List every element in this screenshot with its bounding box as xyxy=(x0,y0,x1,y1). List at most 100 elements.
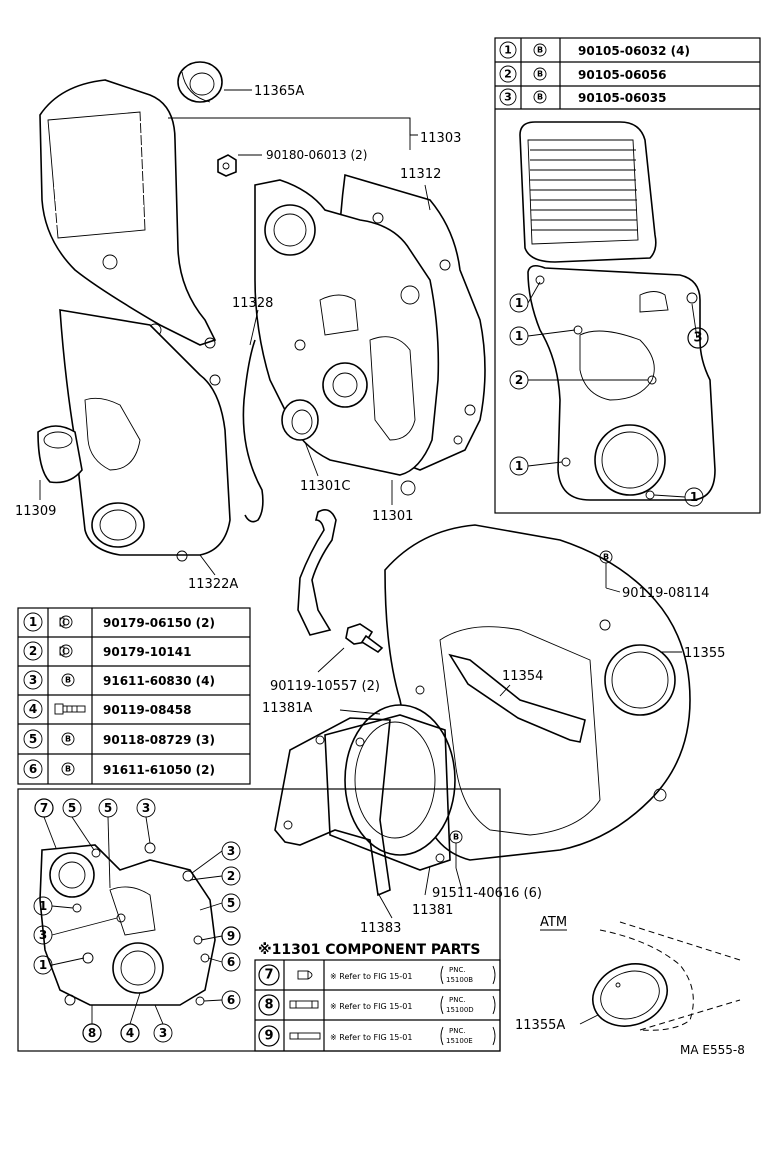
svg-text:9: 9 xyxy=(264,1029,273,1044)
oil-seal-11301C xyxy=(281,399,319,441)
svg-text:1: 1 xyxy=(29,615,37,629)
callout-11303: 11303 xyxy=(420,131,461,146)
bolt-symbol: B xyxy=(603,553,609,562)
svg-text:PNC.: PNC. xyxy=(449,966,466,974)
svg-text:91611-60830 (4): 91611-60830 (4) xyxy=(103,674,215,688)
svg-text:7: 7 xyxy=(40,801,48,815)
svg-text:3: 3 xyxy=(39,928,47,942)
timing-cover-detail-drawing xyxy=(519,121,716,501)
svg-text:90179-10141: 90179-10141 xyxy=(103,645,191,659)
svg-text:9: 9 xyxy=(227,929,235,943)
bolt-symbol: B xyxy=(537,70,543,79)
component-parts-title: ※11301 COMPONENT PARTS xyxy=(258,942,480,958)
svg-text:1: 1 xyxy=(39,958,47,972)
svg-text:90179-06150 (2): 90179-06150 (2) xyxy=(103,616,215,630)
cap-11309 xyxy=(37,425,83,484)
component-row-7: 7 ※ Refer to FIG 15-01 PNC. 15100B xyxy=(258,964,496,986)
svg-text:90118-08729 (3): 90118-08729 (3) xyxy=(103,733,215,747)
svg-text:3: 3 xyxy=(159,1026,167,1040)
svg-text:6: 6 xyxy=(227,993,235,1007)
svg-text:1: 1 xyxy=(39,899,47,913)
bolt-symbol: B xyxy=(537,93,543,102)
atm-label: ATM xyxy=(540,915,567,930)
mini-callout-3d: 3 xyxy=(153,1023,173,1043)
component-row-9: 9 ※ Refer to FIG 15-01 PNC. 15100E xyxy=(258,1025,496,1047)
mini-callout-3b: 3 xyxy=(221,841,241,861)
mini-callout-5a: 5 xyxy=(62,798,82,818)
callout-90119-10557: 90119-10557 (2) xyxy=(270,679,380,694)
detail-panel-frame xyxy=(494,37,761,514)
callout-11354: 11354 xyxy=(502,669,543,684)
svg-text:15100D: 15100D xyxy=(446,1006,474,1014)
callout-11309: 11309 xyxy=(15,504,56,519)
svg-text:※ Refer to FIG 15-01: ※ Refer to FIG 15-01 xyxy=(330,1002,412,1011)
bolt-symbol: B xyxy=(453,833,459,842)
top-right-detail-panel: 1 B 90105-06032 (4) 2 B 90105-06056 3 B … xyxy=(494,37,761,514)
mini-callout-1b: 1 xyxy=(33,955,53,975)
mini-callout-5b: 5 xyxy=(98,798,118,818)
component-row-8: 8 ※ Refer to FIG 15-01 PNC. 15100D xyxy=(258,994,496,1016)
bolt-symbol: B xyxy=(65,735,71,744)
svg-text:2: 2 xyxy=(227,869,235,883)
svg-text:5: 5 xyxy=(29,732,37,746)
gasket-11328 xyxy=(242,339,264,523)
svg-text:3: 3 xyxy=(693,331,702,346)
mini-callout-3c: 3 xyxy=(33,925,53,945)
svg-text:5: 5 xyxy=(104,801,112,815)
svg-text:※ Refer to FIG 15-01: ※ Refer to FIG 15-01 xyxy=(330,1033,412,1042)
detail-callout-1b: 1 xyxy=(509,326,529,346)
row-number: 2 xyxy=(504,68,512,81)
mini-callout-6a: 6 xyxy=(221,952,241,972)
svg-text:15100E: 15100E xyxy=(446,1037,473,1045)
stud-icon xyxy=(297,970,313,980)
svg-text:3: 3 xyxy=(29,673,37,687)
flange-nut-icon xyxy=(59,644,73,658)
callout-11355: 11355 xyxy=(684,646,725,661)
top-table-row-1: 1 B 90105-06032 (4) xyxy=(499,41,690,59)
oil-seal-11365A xyxy=(177,61,223,103)
callout-11301C: 11301C xyxy=(300,479,350,494)
figure-code: MA E555-8 xyxy=(680,1043,745,1057)
timing-cover-11303 xyxy=(39,79,217,349)
callout-11312: 11312 xyxy=(400,167,441,182)
callout-11355A: 11355A xyxy=(515,1018,565,1033)
svg-text:6: 6 xyxy=(227,955,235,969)
detail-callout-1d: 1 xyxy=(684,487,704,507)
callout-11301: 11301 xyxy=(372,509,413,524)
mini-callout-2: 2 xyxy=(221,866,241,886)
callout-11381: 11381 xyxy=(412,903,453,918)
callout-90180-06013: 90180-06013 (2) xyxy=(266,148,368,162)
detail-callout-2: 2 xyxy=(509,370,529,390)
timing-cover-11322A xyxy=(59,309,231,562)
mini-callout-1a: 1 xyxy=(33,896,53,916)
oil-strainer-hook xyxy=(297,509,337,636)
left-table-row-6: 6 B 91611-61050 (2) xyxy=(23,759,215,779)
svg-text:※ Refer to FIG 15-01: ※ Refer to FIG 15-01 xyxy=(330,972,412,981)
bracket-11354 xyxy=(448,653,586,743)
svg-text:PNC.: PNC. xyxy=(449,996,466,1004)
bolt-symbol: B xyxy=(537,46,543,55)
svg-text:5: 5 xyxy=(68,801,76,815)
mini-callout-7: 7 xyxy=(34,798,54,818)
left-parts-table: 1 90179-06150 (2) 2 90179-10141 3 B 9161… xyxy=(17,607,251,785)
svg-text:6: 6 xyxy=(29,762,37,776)
left-table-row-4: 4 90119-08458 xyxy=(23,699,191,719)
bolt-symbol: B xyxy=(65,765,71,774)
svg-text:4: 4 xyxy=(29,702,37,716)
svg-text:2: 2 xyxy=(515,373,523,387)
svg-text:91611-61050 (2): 91611-61050 (2) xyxy=(103,763,215,777)
bottom-left-detail-panel: 7 5 5 3 3 2 5 1 3 9 1 6 6 8 4 3 ※11301 C… xyxy=(17,788,501,1052)
callout-11381A: 11381A xyxy=(262,701,312,716)
stud-bolt-icon xyxy=(289,1032,321,1040)
callout-91511-40616: 91511-40616 (6) xyxy=(432,886,542,901)
detail-callout-1a: 1 xyxy=(509,293,529,313)
timing-case-11301 xyxy=(254,179,440,496)
left-table-row-2: 2 90179-10141 xyxy=(23,641,191,661)
atm-seal-11355A: ATM xyxy=(540,915,741,1031)
hex-bolt-icon xyxy=(54,703,86,715)
callout-90119-08114: 90119-08114 xyxy=(622,586,709,601)
flange-nut-icon xyxy=(59,615,73,629)
svg-text:1: 1 xyxy=(515,459,523,473)
part-number: 90105-06035 xyxy=(578,91,666,105)
